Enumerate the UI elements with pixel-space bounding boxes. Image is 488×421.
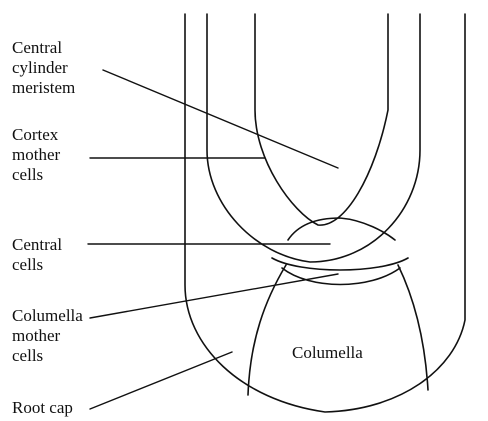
label-columella: Columella [292,343,363,363]
label-line: cells [12,165,60,185]
central-cylinder-outline [255,14,388,225]
label-line: Central [12,38,75,58]
label-line: cells [12,255,62,275]
label-line: mother [12,326,83,346]
central-cells-lower-arc [272,258,408,270]
label-line: cylinder [12,58,75,78]
label-line: meristem [12,78,75,98]
label-line: Central [12,235,62,255]
label-central-cells: Central cells [12,235,62,275]
label-line: cells [12,346,83,366]
leader-columella-mother-cells [90,274,338,318]
leader-central-cylinder-meristem [103,70,338,168]
columella-right-boundary [398,265,428,390]
label-cortex-mother-cells: Cortex mother cells [12,125,60,185]
label-line: Columella [12,306,83,326]
label-line: mother [12,145,60,165]
leader-root-cap [90,352,232,409]
label-columella-mother-cells: Columella mother cells [12,306,83,366]
label-line: Cortex [12,125,60,145]
label-central-cylinder-meristem: Central cylinder meristem [12,38,75,98]
label-root-cap: Root cap [12,398,73,418]
